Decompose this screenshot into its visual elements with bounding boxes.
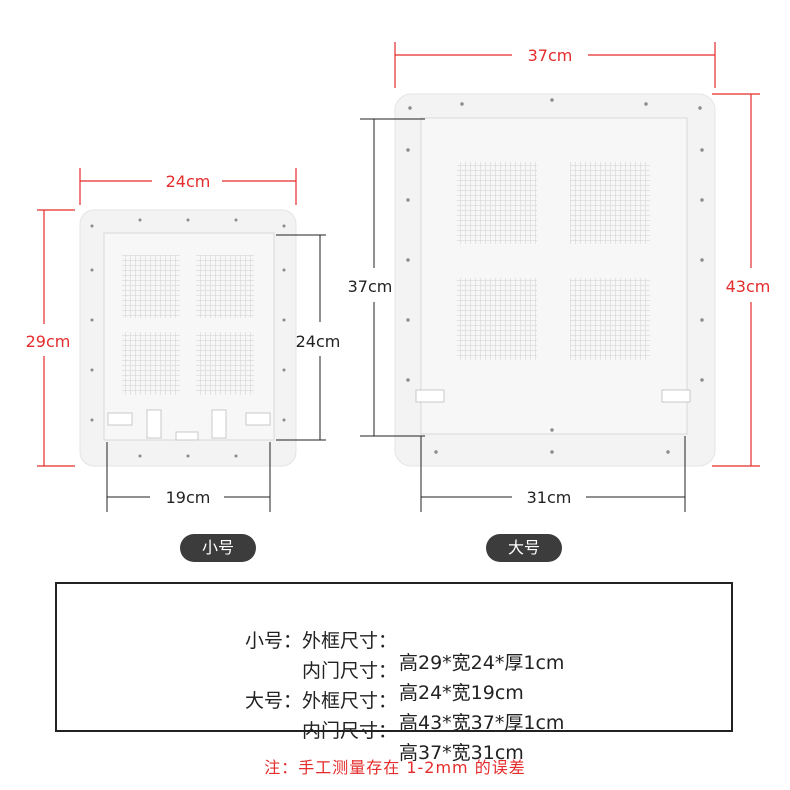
small-hinge [107, 412, 133, 426]
small-lock-clip [146, 409, 162, 439]
small-mesh-window [122, 332, 180, 395]
large-hinge [415, 389, 445, 403]
spec-value: 高29*宽24*厚1cm [399, 652, 565, 674]
spec-label: 大号：外框尺寸： [244, 690, 397, 712]
spec-value: 高37*宽31cm [399, 742, 524, 764]
small-width-dimension: 24cm [79, 168, 297, 205]
small-mesh-window [196, 255, 254, 318]
spec-row: 内门尺寸： 高37*宽31cm [57, 694, 731, 782]
measurement-note: 注：手工测量存在 1-2mm 的误差 [264, 758, 526, 777]
small-mesh-window [196, 332, 254, 395]
large-width-label: 37cm [528, 46, 573, 65]
small-inner-width-dimension: 19cm [106, 442, 271, 512]
small-height-dimension: 29cm [26, 209, 75, 467]
small-screw-holes [90, 218, 286, 458]
small-inner-height-dimension: 24cm [276, 234, 341, 441]
large-inner-height-label: 37cm [348, 277, 393, 296]
large-height-label: 43cm [726, 277, 771, 296]
spec-label: 小号：外框尺寸： [244, 630, 397, 652]
spec-label: 内门尺寸： [301, 660, 397, 682]
small-inner-height-label: 24cm [296, 332, 341, 351]
large-mesh-window [570, 162, 650, 244]
small-width-label: 24cm [166, 172, 211, 191]
large-inner-width-label: 31cm [527, 488, 572, 507]
spec-value: 高43*宽37*厚1cm [399, 712, 565, 734]
large-pet-door [394, 93, 716, 467]
spec-row: 小号：外框尺寸： 高29*宽24*厚1cm [57, 604, 731, 692]
large-width-dimension: 37cm [394, 42, 716, 88]
small-lock-clip [211, 409, 227, 439]
small-height-label: 29cm [26, 332, 71, 351]
small-mesh-window [122, 255, 180, 318]
small-latch [175, 431, 199, 441]
large-inner-height-dimension: 37cm [348, 118, 425, 437]
spec-row: 大号：外框尺寸： 高43*宽37*厚1cm [57, 664, 731, 752]
large-mesh-window [570, 278, 650, 360]
large-mesh-window [457, 162, 537, 244]
large-mesh-window [457, 278, 537, 360]
large-screw-holes [406, 98, 704, 454]
small-inner-width-label: 19cm [166, 488, 211, 507]
small-size-badge: 小号 [180, 534, 256, 562]
spec-row: 内门尺寸： 高24*宽19cm [57, 634, 731, 722]
large-size-badge: 大号 [486, 534, 562, 562]
large-inner-width-dimension: 31cm [420, 436, 686, 512]
spec-label: 内门尺寸： [301, 720, 397, 742]
large-height-dimension: 43cm [712, 93, 771, 467]
small-hinge [245, 412, 271, 426]
large-hinge [661, 389, 691, 403]
spec-box: 小号：外框尺寸： 高29*宽24*厚1cm 内门尺寸： 高24*宽19cm 大号… [55, 582, 733, 764]
spec-value: 高24*宽19cm [399, 682, 524, 704]
small-pet-door [79, 209, 297, 467]
